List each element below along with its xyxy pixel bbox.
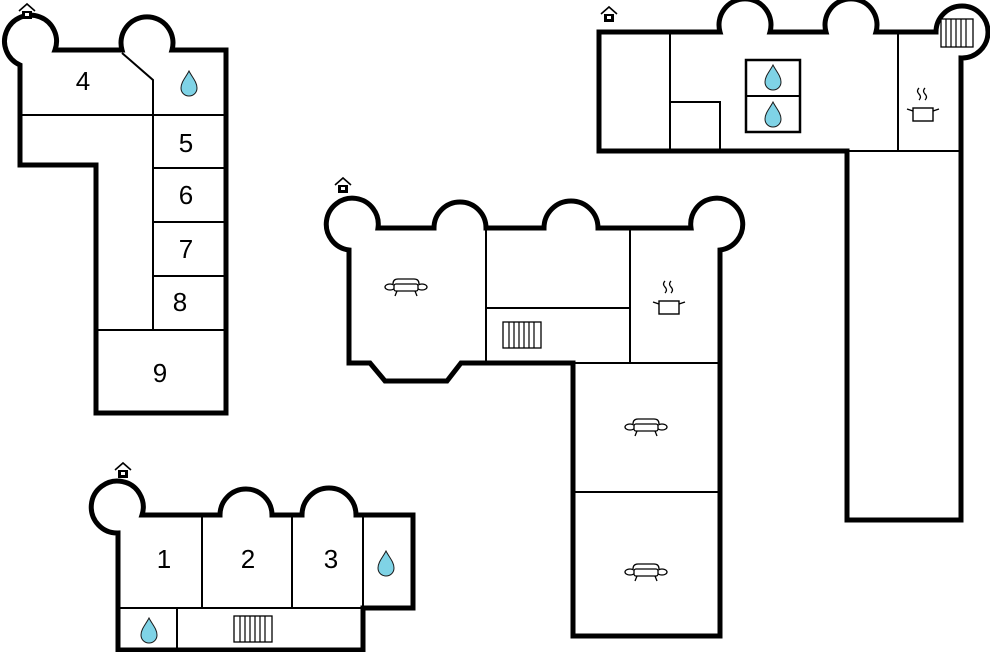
room-label-9: 9 (153, 358, 167, 388)
radiator-icon (940, 18, 974, 48)
building-b: 1 2 3 (88, 462, 416, 652)
entrance-icon (334, 177, 352, 194)
room-label-5: 5 (179, 128, 193, 158)
room-label-3: 3 (324, 544, 338, 574)
room-label-4: 4 (76, 66, 90, 96)
entrance-icon (600, 6, 618, 23)
room-label-2: 2 (241, 544, 255, 574)
building-c (323, 177, 746, 639)
radiator-icon (233, 615, 273, 643)
entrance-icon (114, 462, 132, 479)
room-label-8: 8 (173, 287, 187, 317)
room-label-6: 6 (179, 180, 193, 210)
room-label-1: 1 (157, 544, 171, 574)
building-a: 4 5 6 7 8 9 (2, 3, 229, 416)
room-label-7: 7 (179, 234, 193, 264)
radiator-icon (502, 321, 542, 349)
building-d (596, 0, 990, 523)
